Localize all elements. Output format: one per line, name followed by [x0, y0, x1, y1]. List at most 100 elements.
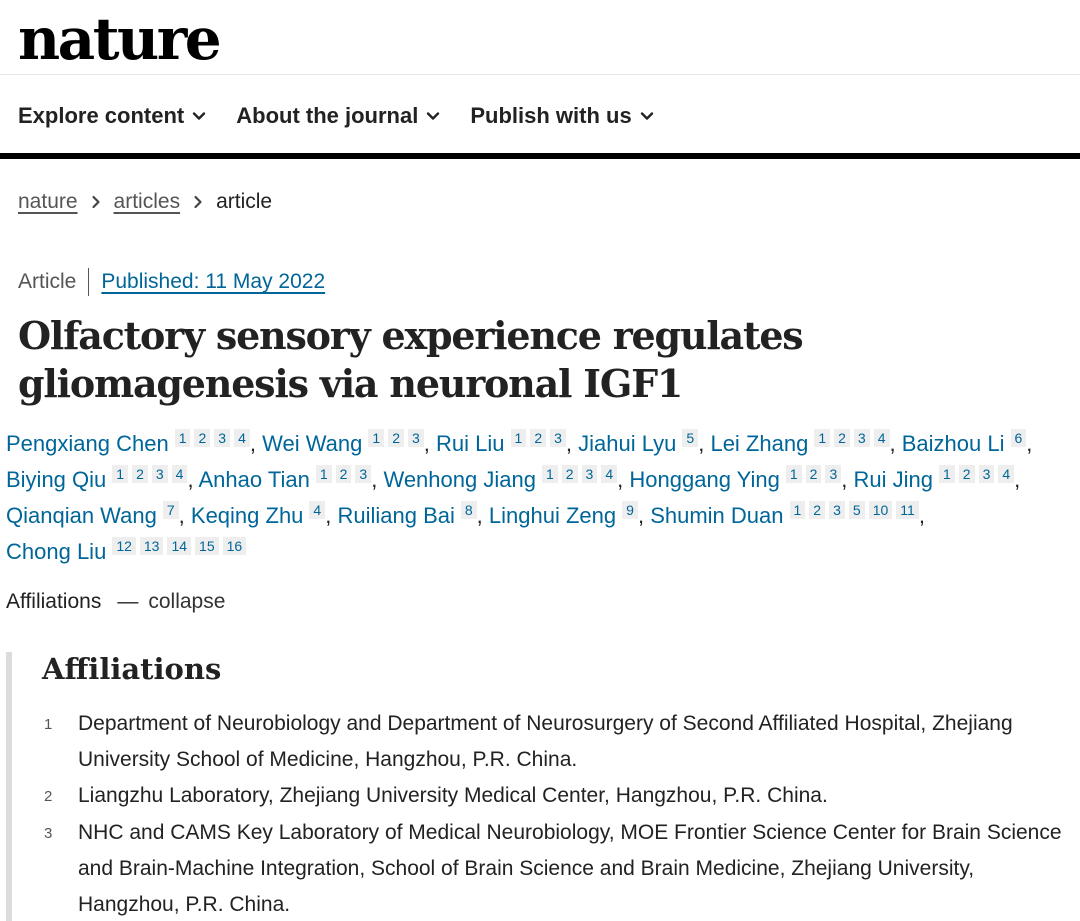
affiliation-ref-link[interactable]: 5: [848, 501, 865, 519]
affiliation-item: 2 Liangzhu Laboratory, Zhejiang Universi…: [44, 778, 1064, 815]
article-title: Olfactory sensory experience regulates g…: [18, 313, 804, 406]
author-name-link[interactable]: Ruiliang Bai: [337, 503, 455, 528]
affiliation-item: 1 Department of Neurobiology and Departm…: [44, 706, 1064, 778]
affiliation-ref-link[interactable]: 1: [315, 465, 332, 483]
affiliation-ref-link[interactable]: 14: [167, 537, 192, 555]
affiliation-ref-link[interactable]: 4: [601, 465, 618, 483]
collapse-link[interactable]: collapse: [148, 590, 226, 613]
author-name-link[interactable]: Jiahui Lyu: [578, 431, 677, 456]
affiliation-refs: 7: [159, 501, 179, 528]
affiliation-ref-link[interactable]: 3: [407, 429, 424, 447]
affiliations-toggle-label: Affiliations: [6, 590, 102, 613]
affiliation-ref-link[interactable]: 2: [530, 429, 547, 447]
affiliations-list: 1 Department of Neurobiology and Departm…: [44, 706, 1064, 921]
author-name-link[interactable]: Shumin Duan: [650, 503, 784, 528]
breadcrumb-link-nature[interactable]: nature: [18, 190, 78, 213]
nature-logo[interactable]: nature: [18, 5, 222, 73]
author-name-link[interactable]: Honggang Ying: [629, 467, 780, 492]
nav-divider-bar: [0, 153, 1080, 159]
affiliation-ref-link[interactable]: 2: [335, 465, 352, 483]
affiliation-ref-link[interactable]: 1: [541, 465, 558, 483]
affiliation-ref-link[interactable]: 4: [234, 429, 250, 447]
affiliation-ref-link[interactable]: 1: [112, 465, 129, 483]
affiliation-ref-link[interactable]: 2: [805, 465, 822, 483]
affiliation-ref-link[interactable]: 1: [368, 429, 385, 447]
affiliations-toggle[interactable]: Affiliations — collapse: [6, 590, 225, 614]
author-name-link[interactable]: Wenhong Jiang: [383, 467, 536, 492]
author-name-link[interactable]: Anhao Tian: [198, 467, 310, 492]
author-name-link[interactable]: Biying Qiu: [6, 467, 107, 492]
affiliation-ref-link[interactable]: 3: [550, 429, 566, 447]
affiliation-ref-link[interactable]: 2: [388, 429, 404, 447]
affiliation-number: 1: [44, 716, 53, 733]
author-name-link[interactable]: Rui Liu: [436, 431, 505, 456]
affiliation-ref-link[interactable]: 9: [622, 501, 638, 519]
affiliation-ref-link[interactable]: 2: [561, 465, 578, 483]
affiliation-ref-link[interactable]: 7: [162, 501, 179, 519]
author-name-link[interactable]: Linghui Zeng: [488, 503, 617, 528]
affiliation-ref-link[interactable]: 3: [151, 465, 168, 483]
affiliation-ref-link[interactable]: 4: [171, 465, 188, 483]
author-name-link[interactable]: Lei Zhang: [710, 431, 809, 456]
affiliation-ref-link[interactable]: 1: [174, 429, 191, 447]
affiliation-ref-link[interactable]: 3: [581, 465, 598, 483]
author-name-link[interactable]: Pengxiang Chen: [6, 431, 169, 456]
affiliation-ref-link[interactable]: 1: [814, 429, 831, 447]
chevron-down-icon: [640, 109, 654, 123]
affiliation-ref-link[interactable]: 2: [194, 429, 211, 447]
affiliation-ref-link[interactable]: 6: [1010, 429, 1027, 447]
affiliation-ref-link[interactable]: 2: [834, 429, 850, 447]
affiliation-ref-link[interactable]: 4: [309, 501, 326, 519]
chevron-right-icon: [192, 195, 204, 209]
affiliation-ref-link[interactable]: 3: [355, 465, 372, 483]
affiliation-ref-link[interactable]: 2: [958, 465, 975, 483]
affiliation-ref-link[interactable]: 2: [132, 465, 148, 483]
affiliation-number: 3: [44, 825, 53, 842]
author-name-link[interactable]: Baizhou Li: [901, 431, 1005, 456]
affiliation-refs: 5: [678, 429, 699, 456]
nav-publish-with-us[interactable]: Publish with us: [470, 103, 653, 129]
author-name-link[interactable]: Chong Liu: [6, 539, 107, 564]
affiliation-refs: 4: [305, 501, 326, 528]
affiliation-ref-link[interactable]: 3: [853, 429, 870, 447]
affiliation-ref-link[interactable]: 1: [938, 465, 955, 483]
affiliation-ref-link[interactable]: 8: [460, 501, 477, 519]
affiliation-ref-link[interactable]: 3: [214, 429, 231, 447]
affiliation-ref-link[interactable]: 2: [809, 501, 826, 519]
affiliation-refs: 6: [1007, 429, 1027, 456]
affiliation-ref-link[interactable]: 11: [896, 501, 919, 519]
author-name-link[interactable]: Qianqian Wang: [6, 503, 157, 528]
affiliation-ref-link[interactable]: 3: [978, 465, 995, 483]
affiliations-heading: Affiliations: [42, 652, 222, 686]
author-name-link[interactable]: Rui Jing: [853, 467, 933, 492]
affiliation-ref-link[interactable]: 4: [998, 465, 1015, 483]
main-nav: Explore content About the journal Publis…: [18, 96, 684, 136]
author-name-link[interactable]: Wei Wang: [262, 431, 363, 456]
affiliation-ref-link[interactable]: 16: [222, 537, 247, 555]
affiliation-ref-link[interactable]: 3: [825, 465, 842, 483]
affiliation-ref-link[interactable]: 5: [682, 429, 699, 447]
affiliation-ref-link[interactable]: 1: [510, 429, 527, 447]
author-name-link[interactable]: Keqing Zhu: [190, 503, 304, 528]
breadcrumb-link-articles[interactable]: articles: [113, 190, 181, 213]
affiliation-ref-link[interactable]: 12: [112, 537, 136, 555]
affiliation-ref-link[interactable]: 1: [785, 465, 802, 483]
affiliations-panel: Affiliations 1 Department of Neurobiolog…: [6, 652, 1080, 921]
published-date-link[interactable]: Published: 11 May 2022: [101, 270, 326, 293]
affiliation-ref-link[interactable]: 1: [789, 501, 806, 519]
affiliation-ref-link[interactable]: 3: [829, 501, 845, 519]
affiliation-ref-link[interactable]: 15: [195, 537, 219, 555]
affiliation-ref-link[interactable]: 10: [868, 501, 893, 519]
nav-about-journal[interactable]: About the journal: [236, 103, 440, 129]
nav-explore-content[interactable]: Explore content: [18, 103, 206, 129]
affiliation-ref-link[interactable]: 4: [873, 429, 890, 447]
affiliation-ref-link[interactable]: 13: [139, 537, 164, 555]
affiliation-item: 3 NHC and CAMS Key Laboratory of Medical…: [44, 815, 1064, 921]
